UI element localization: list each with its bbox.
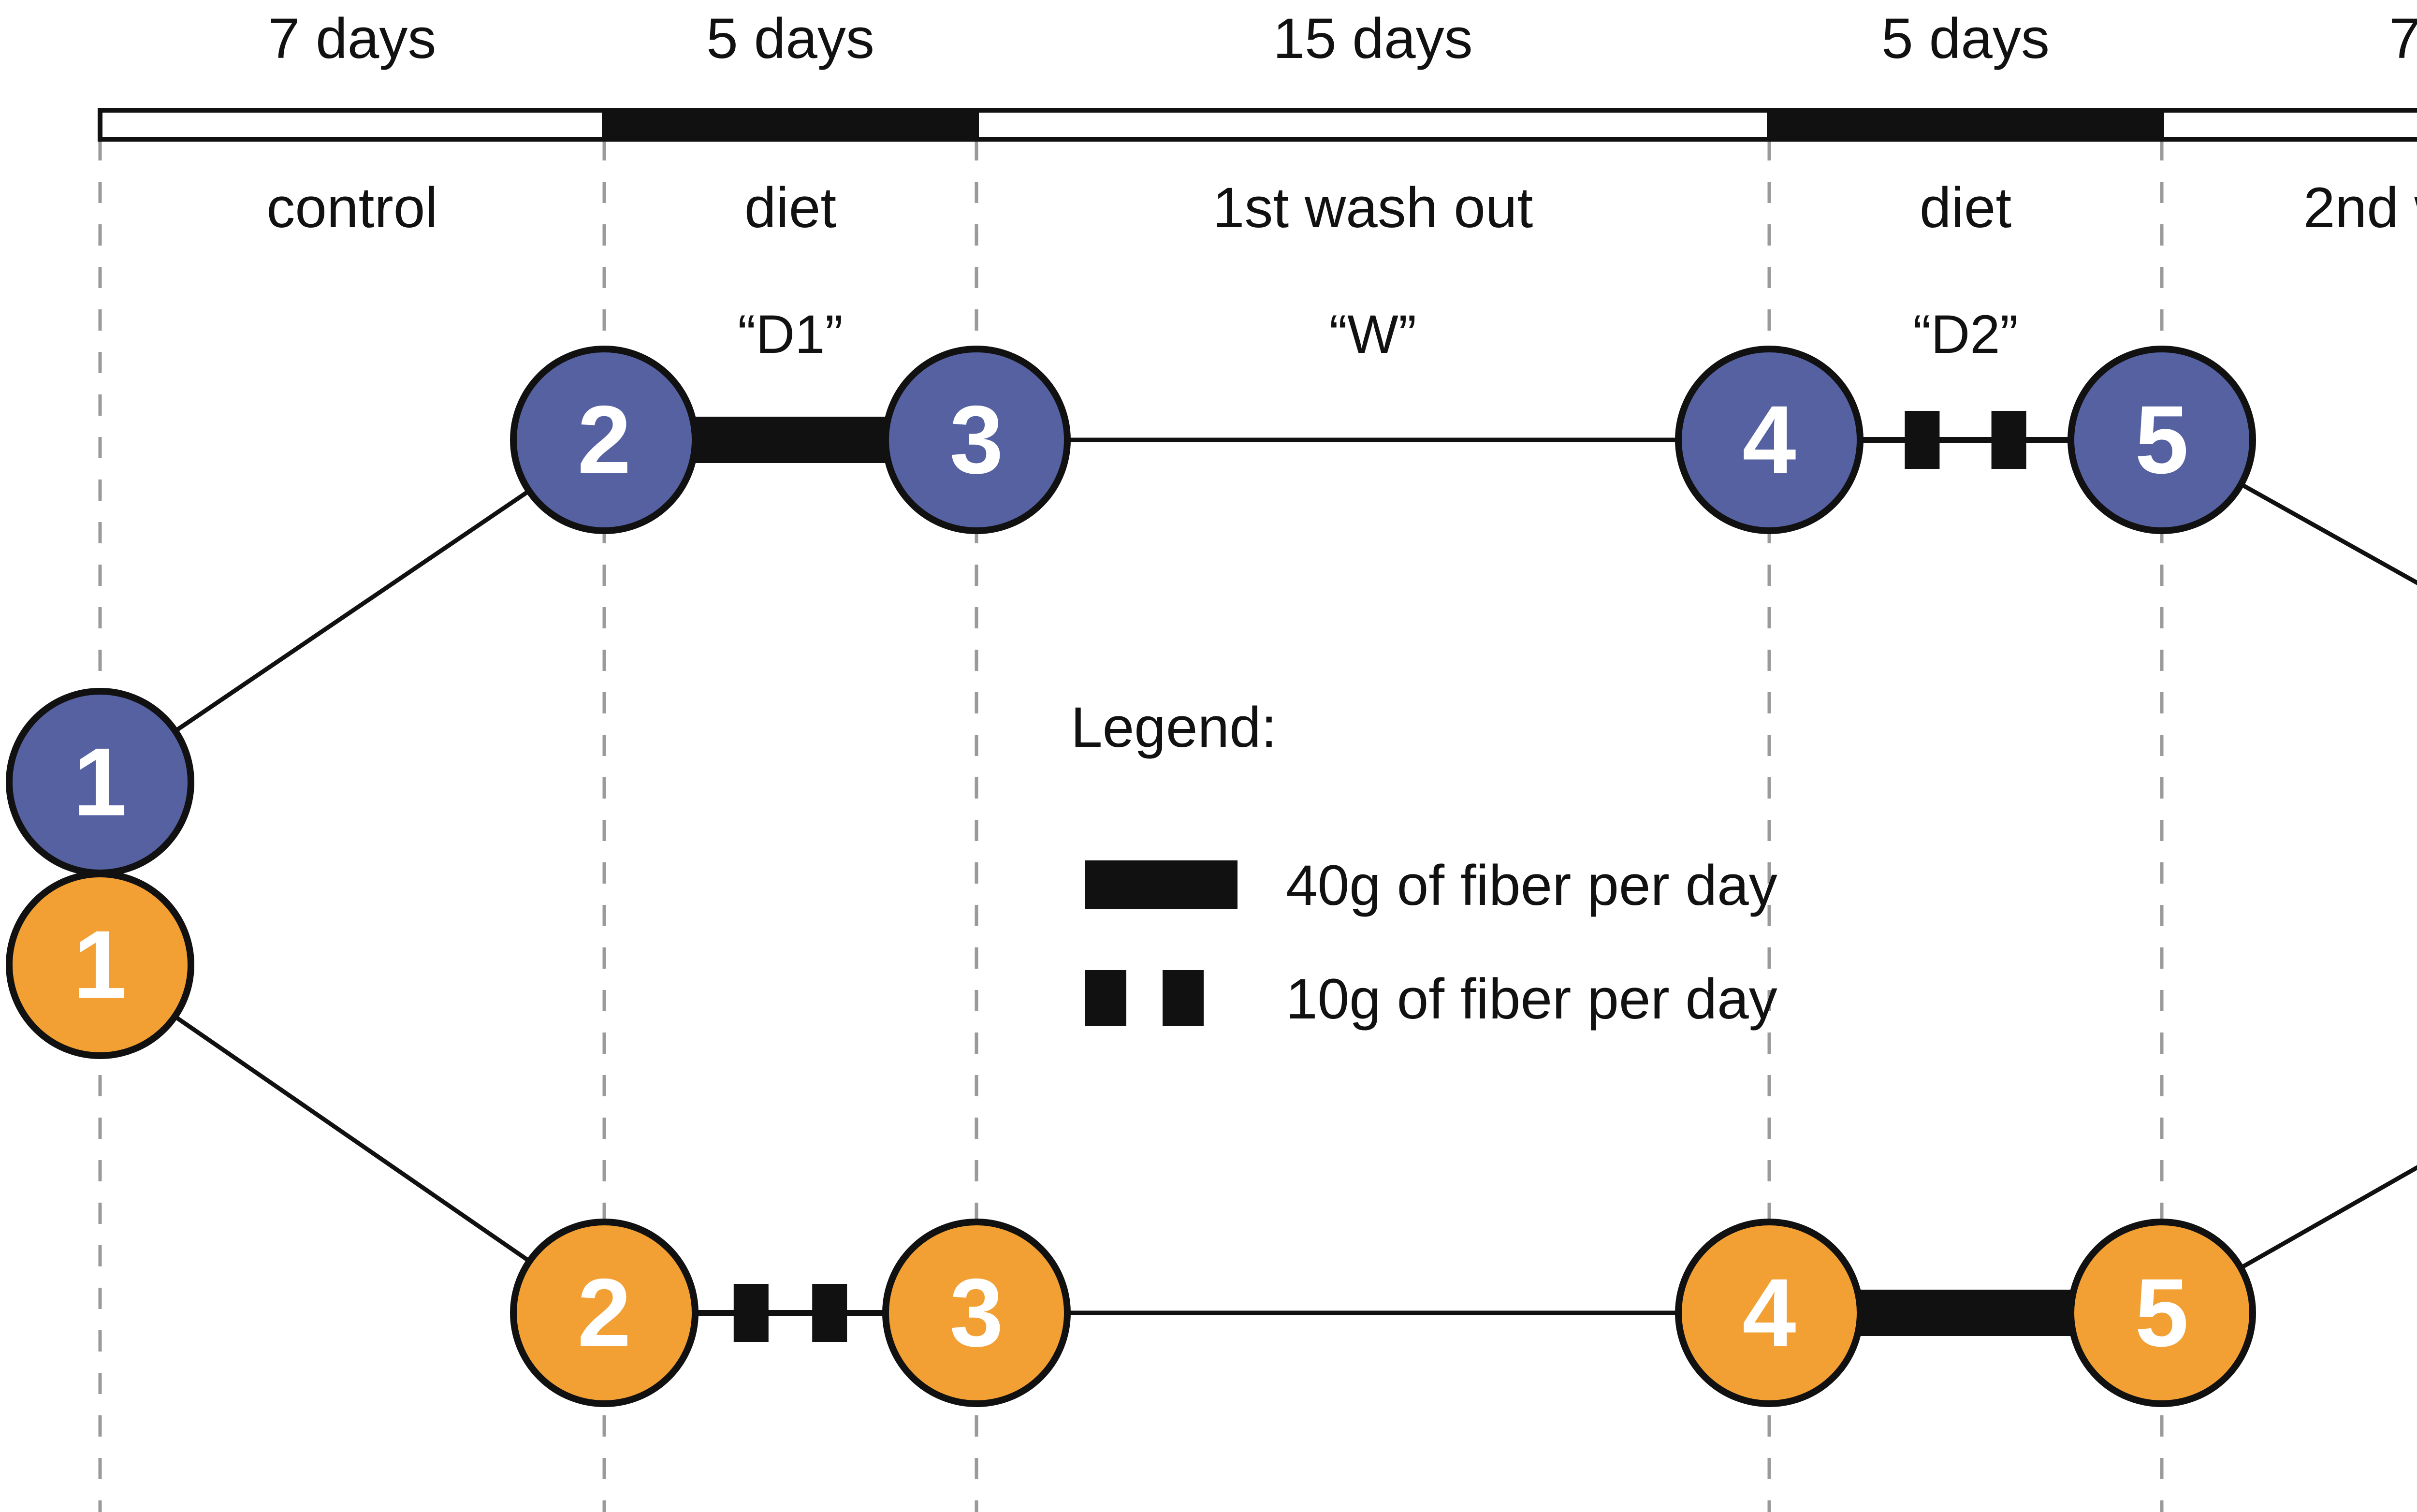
node-orange-3[interactable]: 3 [882, 1219, 1071, 1407]
node-orange-4[interactable]: 4 [1675, 1219, 1864, 1407]
phase-label-control: control [266, 176, 437, 240]
legend-label-low-fiber: 10g of fiber per day [1286, 967, 1777, 1031]
timeline-segment-washout2 [2159, 108, 2417, 142]
timeline-bar-outline [98, 108, 2417, 142]
node-label-orange-2: 2 [577, 1259, 631, 1367]
phase-label-washout1: 1st wash out [1213, 176, 1533, 240]
legend-title: Legend: [1071, 696, 1277, 759]
node-circle-orange-2[interactable] [510, 1219, 699, 1407]
timeline-segment-diet2 [1767, 108, 2164, 142]
node-label-blue-5: 5 [2135, 386, 2188, 494]
node-label-orange-5: 5 [2135, 1259, 2188, 1367]
connector-orange-2-to-3-dashed-dash-0 [733, 1284, 769, 1342]
duration-labels-group: 7 days 5 days 15 days 5 days 7 days [268, 7, 2417, 71]
node-circle-orange-3[interactable] [882, 1219, 1071, 1407]
phase-label-diet2: diet [1920, 176, 2011, 240]
connector-blue-4-to-5-dashed-dash-0 [1905, 411, 1940, 469]
legend-item-low-fiber: 10g of fiber per day [1085, 967, 1777, 1031]
node-label-blue-2: 2 [577, 386, 631, 494]
legend-swatch-dash-1 [1085, 970, 1126, 1026]
timeline-segment-washout1 [974, 108, 1772, 142]
node-blue-2[interactable]: 2 [510, 346, 699, 534]
timeline-bar [98, 108, 2417, 142]
duration-label-washout2: 7 days [2389, 7, 2417, 71]
node-label-blue-1: 1 [73, 728, 127, 836]
node-label-blue-3: 3 [949, 386, 1003, 494]
node-circle-blue-4[interactable] [1675, 346, 1864, 534]
node-circle-blue-5[interactable] [2068, 346, 2256, 534]
legend-swatch-dash-2 [1163, 970, 1204, 1026]
connector-blue-1-to-2-thin [172, 487, 533, 735]
legend-swatch-thick-bar [1085, 860, 1238, 909]
node-label-orange-4: 4 [1742, 1259, 1796, 1367]
connector-blue-4-to-5-dashed-dash-1 [1991, 411, 2026, 469]
node-label-orange-1: 1 [73, 911, 127, 1019]
node-blue-4[interactable]: 4 [1675, 346, 1864, 534]
node-label-orange-3: 3 [949, 1259, 1003, 1367]
node-circle-orange-1[interactable] [6, 871, 194, 1059]
phase-label-diet1: diet [744, 176, 836, 240]
duration-label-diet2: 5 days [1881, 7, 2050, 71]
legend-items-group: 40g of fiber per day 10g of fiber per day [1085, 854, 1777, 1031]
phase-labels-group: control diet 1st wash out diet 2nd wash out [266, 176, 2417, 240]
duration-label-diet1: 5 days [706, 7, 874, 71]
node-circle-orange-4[interactable] [1675, 1219, 1864, 1407]
connector-orange-5-to-6-thin [2237, 1165, 2417, 1271]
connector-orange-1-to-2-thin [171, 1013, 533, 1265]
duration-label-control: 7 days [268, 7, 437, 71]
phase-label-washout2: 2nd wash out [2303, 176, 2417, 240]
node-orange-5[interactable]: 5 [2068, 1219, 2256, 1407]
nodes-group: 123456123456 [6, 346, 2256, 1407]
node-orange-1[interactable]: 1 [6, 871, 194, 1059]
node-circle-orange-5[interactable] [2068, 1219, 2256, 1407]
phase-code-labels-group: “D1” “W” “D2” [738, 304, 2018, 364]
legend-label-high-fiber: 40g of fiber per day [1286, 854, 1777, 917]
node-blue-3[interactable]: 3 [882, 346, 1071, 534]
node-blue-1[interactable]: 1 [6, 688, 194, 876]
phase-code-label-washout1: “W” [1329, 304, 1416, 364]
connector-orange-2-to-3-dashed-dash-1 [812, 1284, 847, 1342]
node-label-blue-4: 4 [1742, 386, 1796, 494]
phase-code-label-diet1: “D1” [738, 304, 843, 364]
phase-code-label-diet2: “D2” [1913, 304, 2018, 364]
node-orange-2[interactable]: 2 [510, 1219, 699, 1407]
legend: Legend: 40g of fiber per day 10g of fiber… [1071, 696, 1777, 1031]
node-circle-blue-2[interactable] [510, 346, 699, 534]
legend-item-high-fiber: 40g of fiber per day [1085, 854, 1777, 917]
connector-blue-5-to-6-thin [2237, 480, 2417, 585]
duration-label-washout1: 15 days [1273, 7, 1472, 71]
timeline-segment-diet1 [602, 108, 979, 142]
connectors-group [171, 411, 2417, 1342]
node-blue-5[interactable]: 5 [2068, 346, 2256, 534]
node-circle-blue-3[interactable] [882, 346, 1071, 534]
timeline-segment-control [98, 108, 607, 142]
